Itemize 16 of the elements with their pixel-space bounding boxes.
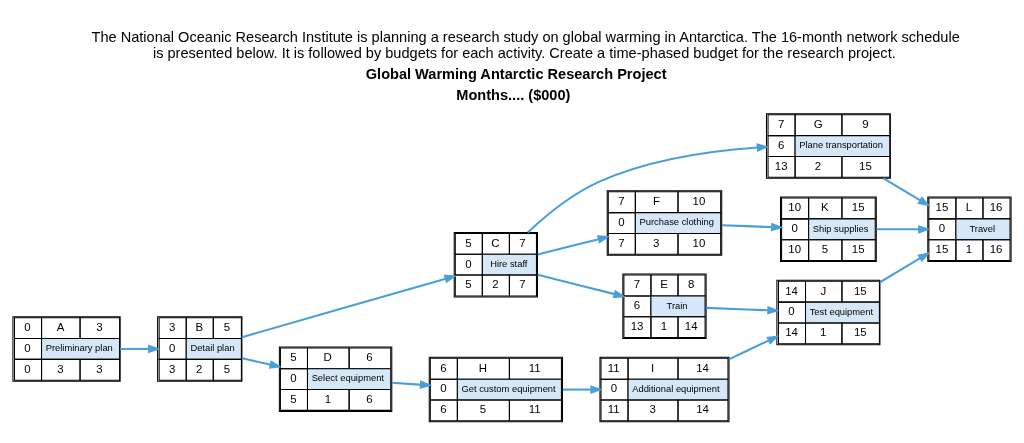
arrow: [241, 356, 282, 369]
arrow: [883, 177, 931, 206]
arrow: [241, 274, 457, 338]
arrow: [722, 222, 784, 231]
arrow: [876, 224, 931, 234]
arrow: [120, 344, 161, 353]
arrow: [728, 334, 780, 360]
arrow: [537, 273, 626, 298]
label: The National Oceanic Research Institute is planning a research study on global warming in Antarctica. The 16-month network schedule is presented below. It is followed by budgets for each activity. Create a time-phased budget for the research project.: [91, 28, 960, 61]
arrow: [537, 234, 611, 255]
diagram-title: Global Warming Antarctic Research Project: [365, 65, 667, 82]
arrow: [391, 379, 433, 389]
arrow: [879, 251, 931, 283]
arrow: [562, 384, 603, 394]
arrow: [706, 305, 780, 315]
label: Months.... ($000): [456, 86, 571, 103]
